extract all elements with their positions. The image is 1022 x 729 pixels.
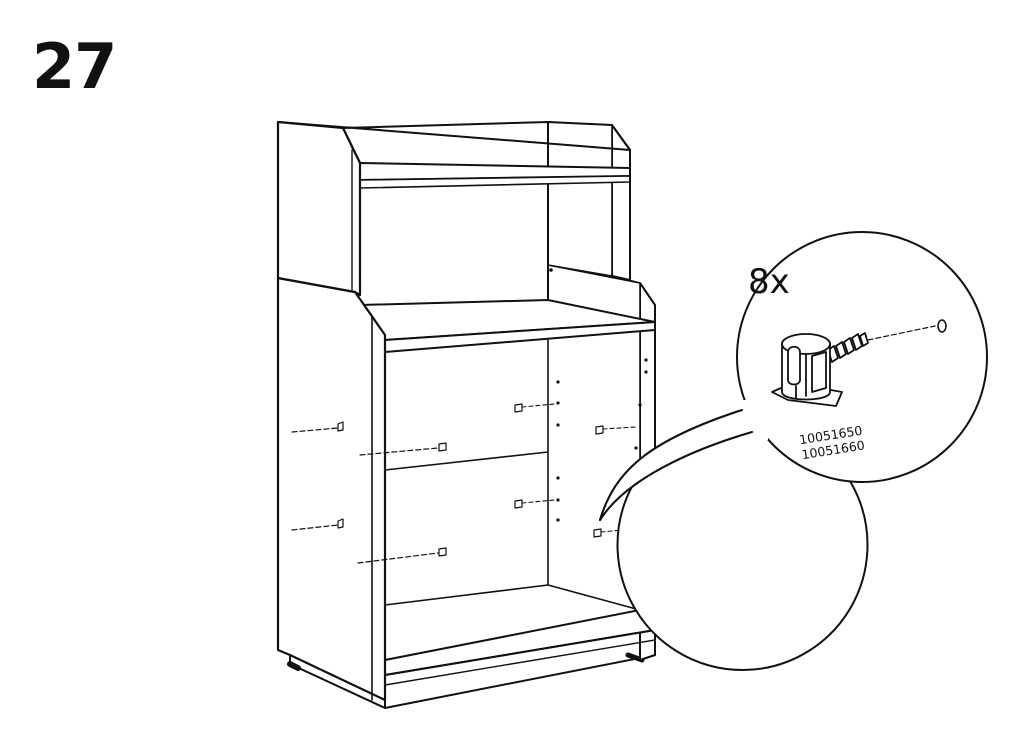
cam-lock-connector-icon bbox=[771, 319, 947, 407]
bookcase-with-hutch-icon bbox=[276, 120, 656, 709]
callout-bubble bbox=[599, 231, 988, 671]
quantity-label: 8x bbox=[748, 262, 790, 302]
step-number: 27 bbox=[32, 30, 117, 103]
